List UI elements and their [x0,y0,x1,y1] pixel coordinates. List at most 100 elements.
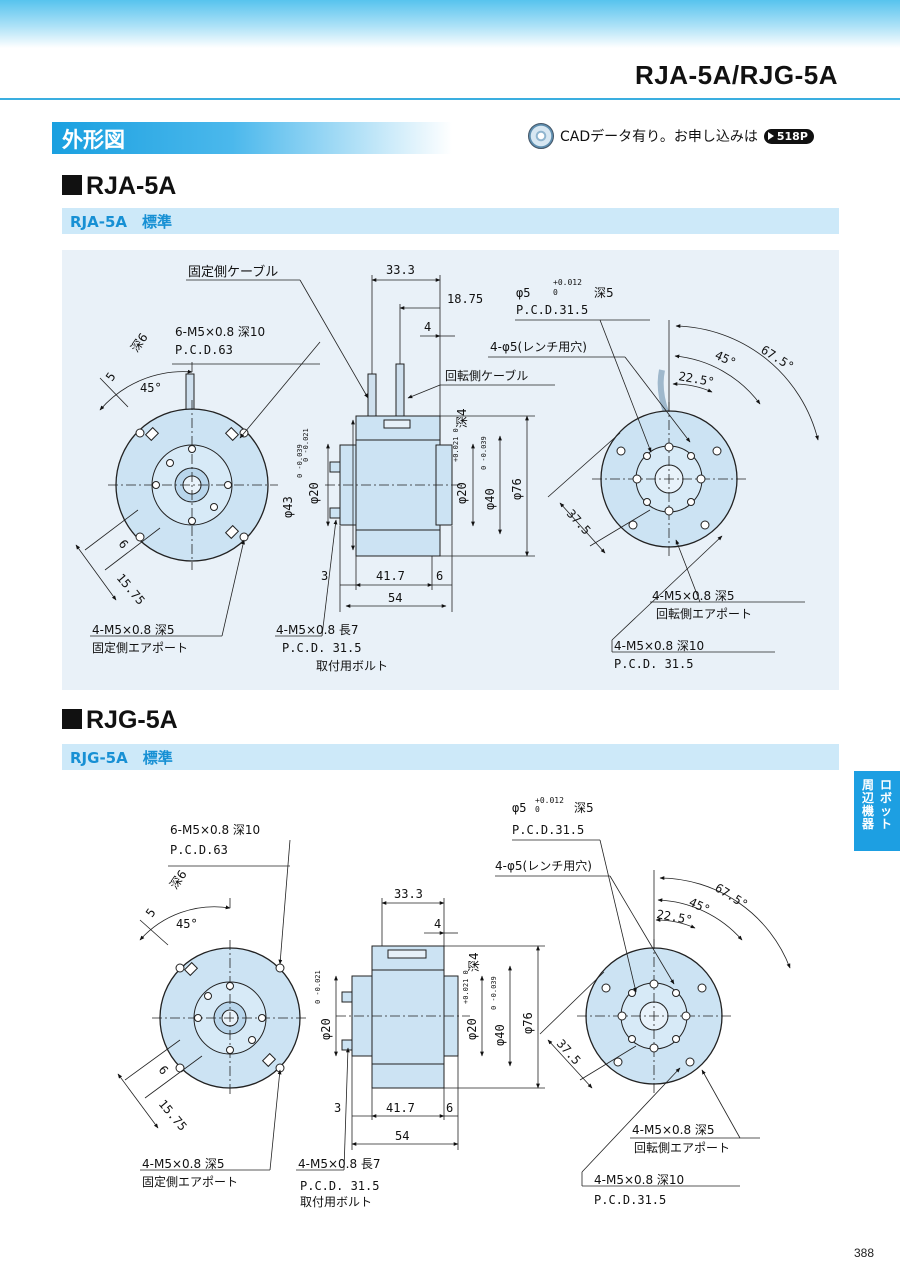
dim-3: 3 [334,1101,341,1115]
fix-port-2: 固定側エアポート [92,640,188,655]
dim-33-3: 33.3 [394,887,423,901]
header-rule [0,98,900,100]
deep6: 深6 [167,868,190,892]
bolt-3: 取付用ボルト [300,1195,372,1209]
tol20b: +0.021 0 [462,970,470,1004]
dim-54: 54 [395,1129,409,1143]
dim-5: 5 [103,370,119,384]
square-bullet-icon [62,709,82,729]
tol40: 0 -0.039 [490,976,498,1010]
fix-port-2: 固定側エアポート [142,1174,238,1189]
phi40: φ40 [493,1024,507,1046]
cd-icon [528,123,554,149]
dim-4: 4 [434,917,441,931]
phi76: φ76 [521,1012,535,1034]
pcd63: P.C.D.63 [175,343,233,357]
rja-fixed-cable: 固定側ケーブル [188,264,278,280]
m10-a: 4-M5×0.8 深10 [594,1173,684,1187]
section-title: 外形図 [62,128,125,152]
angle-45: 45° [713,348,739,370]
deep5: 深5 [594,286,614,300]
m5-deep10: 6-M5×0.8 深10 [175,325,265,339]
phi20b: φ20 [465,1018,479,1040]
m10-b: P.C.D. 31.5 [614,657,693,671]
fix-port-1: 4-M5×0.8 深5 [142,1157,225,1171]
rjg-rear-view [577,939,731,1093]
page-ref-text: 518P [776,129,808,143]
dim-54: 54 [388,591,402,605]
bolt-2: P.C.D. 31.5 [300,1179,379,1193]
angle-22-5: 22.5° [655,907,693,927]
bolt-2: P.C.D. 31.5 [282,641,361,655]
tol43: 0 -0.039 [296,444,304,478]
rot-port-1: 4-M5×0.8 深5 [652,589,735,603]
phi20: φ20 [307,482,321,504]
rot-cable: 回転側ケーブル [445,368,528,383]
angle-22-5: 22.5° [677,369,715,389]
section-band [52,122,452,154]
rja-side-view [325,363,460,557]
phi43: φ43 [281,496,295,518]
rjg-sub-label: RJG-5A 標準 [70,749,173,767]
dim-4: 4 [424,320,431,334]
wrench-hole: 4-φ5(レンチ用穴) [490,339,587,354]
angle-45-front: 45° [176,917,198,931]
dim-6: 6 [116,537,131,552]
play-icon [767,132,774,140]
fix-port-1: 4-M5×0.8 深5 [92,623,175,637]
dim-15-75: 15.75 [156,1097,190,1134]
rja-sub-band: RJA-5A 標準 [62,208,839,234]
square-bullet-icon [62,175,82,195]
page-ref-badge[interactable]: 518P [763,128,814,144]
tol-plus: +0.012 [553,278,582,287]
dim-6: 6 [156,1063,171,1078]
deep5: 深5 [574,801,594,815]
pcd31-5: P.C.D.31.5 [512,823,584,837]
rja-sub-label: RJA-5A 標準 [70,213,173,231]
bolt-3: 取付用ボルト [316,659,388,673]
cad-note-text: CADデータ有り。お申し込みは [560,129,758,145]
dim-33-3: 33.3 [386,263,415,277]
rjg-heading-text: RJG-5A [86,706,178,734]
rot-port-1: 4-M5×0.8 深5 [632,1123,715,1137]
tol20: 0 -0.021 [302,428,310,462]
cad-note: CADデータ有り。お申し込みは 518P [528,123,814,149]
tol-zero: 0 [535,805,540,814]
rjg-front-view [152,940,308,1096]
rot-port-2: 回転側エアポート [634,1141,730,1155]
deep4: 深4 [467,952,481,972]
deep4: 深4 [455,408,469,428]
angle-45-front: 45° [140,381,162,395]
phi40: φ40 [483,488,497,510]
dim-15-75: 15.75 [114,571,148,608]
tol-plus: +0.012 [535,796,564,805]
phi5-label: φ5 [512,801,526,815]
pcd63: P.C.D.63 [170,843,228,857]
phi76: φ76 [510,478,524,500]
header-band [0,0,900,48]
dim-3: 3 [321,569,328,583]
angle-67-5: 67.5° [712,881,750,912]
m10-a: 4-M5×0.8 深10 [614,639,704,653]
rja-heading: RJA-5A [62,172,176,201]
dim-41-7: 41.7 [376,569,405,583]
dim-6b: 6 [446,1101,453,1115]
rjg-sub-band: RJG-5A 標準 [62,744,839,770]
category-side-tab[interactable]: ロボット 周辺機器 [854,771,900,851]
rjg-heading: RJG-5A [62,706,178,735]
bolt-1: 4-M5×0.8 長7 [276,623,359,637]
tol40: 0 -0.039 [480,436,488,470]
side-tab-col2: 周辺機器 [862,778,875,831]
phi5-label: φ5 [516,286,530,300]
rja-heading-text: RJA-5A [86,172,177,200]
model-title: RJA-5A/RJG-5A [635,60,838,90]
dim-6b: 6 [436,569,443,583]
bolt-1: 4-M5×0.8 長7 [298,1157,381,1171]
dim-18-75: 18.75 [447,292,483,306]
m5-deep10: 6-M5×0.8 深10 [170,823,260,837]
phi20: φ20 [319,1018,333,1040]
tol20: 0 -0.021 [314,970,322,1004]
page-number: 388 [853,1246,874,1260]
deep6: 深6 [128,331,151,355]
